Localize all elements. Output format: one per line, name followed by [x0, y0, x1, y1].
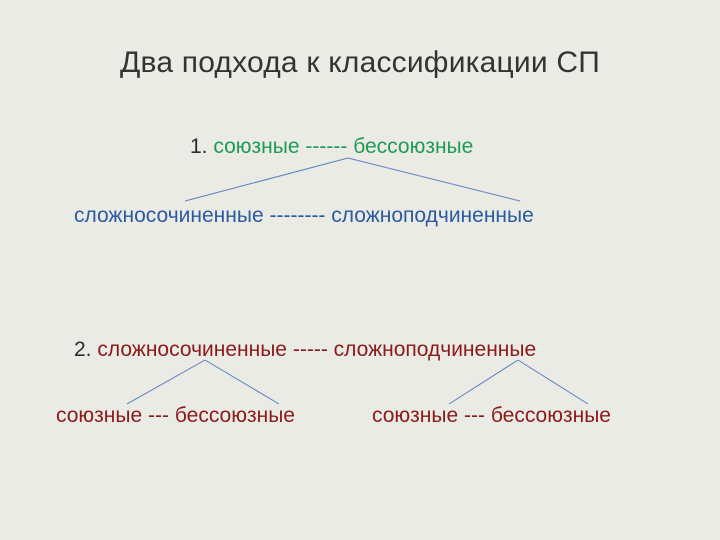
row1-right-term: бессоюзные: [353, 135, 474, 158]
row1-left-term: союзные: [213, 135, 300, 158]
row-approach-2: 2. сложносочиненные ----- сложноподчинен…: [74, 338, 536, 362]
row4-group2-right-term: бессоюзные: [490, 404, 611, 427]
row4-group2-dash: ---: [464, 404, 485, 427]
connector-1-right: [347, 157, 521, 202]
row-approach-2-children-group-1: союзные --- бессоюзные: [56, 404, 295, 428]
row3-number: 2.: [74, 338, 92, 361]
row4-group1-right-term: бессоюзные: [174, 404, 295, 427]
row4-group1-dash: ---: [148, 404, 169, 427]
row4-group1-left-term: союзные: [56, 404, 143, 427]
slide-title: Два подхода к классификации СП: [120, 46, 600, 79]
row1-dash: ------: [305, 135, 348, 158]
row2-left-term: сложносочиненные: [74, 204, 264, 227]
row-approach-1-children: сложносочиненные -------- сложноподчинен…: [74, 204, 534, 228]
row-approach-2-children-group-2: союзные --- бессоюзные: [372, 404, 611, 428]
row2-dash: --------: [269, 204, 326, 227]
connector-2b-left: [448, 359, 519, 405]
connector-1-left: [184, 157, 349, 202]
connector-2a-left: [126, 359, 206, 405]
row2-right-term: сложноподчиненные: [331, 204, 534, 227]
row4-group2-left-term: союзные: [372, 404, 459, 427]
row3-dash: -----: [292, 338, 328, 361]
connector-2a-right: [204, 359, 280, 405]
row1-number: 1.: [190, 135, 208, 158]
row3-left-term: сложносочиненные: [97, 338, 287, 361]
connector-2b-right: [517, 359, 589, 405]
row-approach-1: 1. союзные ------ бессоюзные: [190, 135, 473, 159]
row3-right-term: сложноподчиненные: [333, 338, 537, 361]
